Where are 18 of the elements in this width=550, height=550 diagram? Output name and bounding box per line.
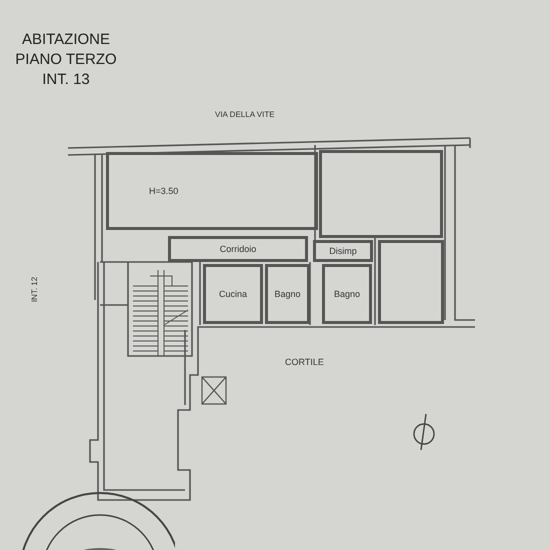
courtyard-label: CORTILE bbox=[285, 357, 324, 367]
room-outline bbox=[168, 236, 308, 262]
plan-title: ABITAZIONE PIANO TERZO INT. 13 bbox=[14, 30, 118, 90]
room-outline bbox=[203, 264, 263, 324]
room-outline bbox=[378, 240, 444, 324]
room-label: H=3.50 bbox=[149, 186, 178, 196]
unit-label: INT. 12 bbox=[30, 276, 40, 302]
room-label: Bagno bbox=[274, 289, 301, 299]
room-label: Bagno bbox=[334, 289, 360, 299]
room-outline bbox=[265, 264, 310, 324]
room-label: Cucina bbox=[218, 289, 247, 299]
room-outline bbox=[322, 264, 372, 324]
room-label: Corridoio bbox=[220, 244, 256, 254]
room-outline bbox=[313, 240, 373, 262]
room-label: Disimp bbox=[329, 246, 357, 256]
street-name: VIA DELLA VITE bbox=[215, 110, 275, 119]
room-outline bbox=[106, 152, 318, 230]
room-outline bbox=[319, 150, 443, 238]
